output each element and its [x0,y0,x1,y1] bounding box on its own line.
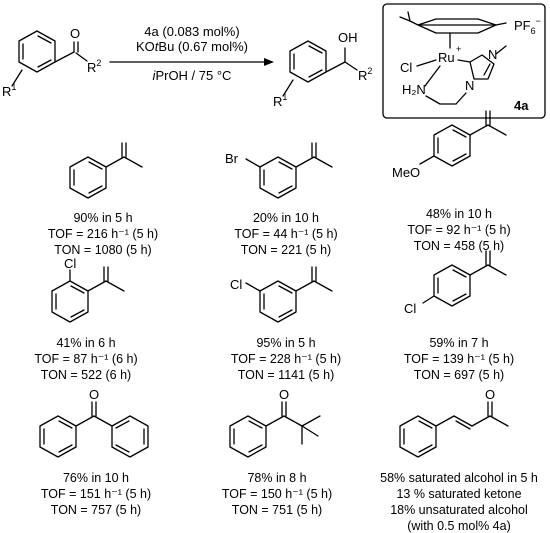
structure-4-methoxyacetophenone: MeO [392,110,507,180]
result-3-chloroacetophenone: 95% in 5 h TOF = 228 h⁻¹ (5 h) TON = 114… [231,336,341,382]
result-line: TON = 697 (5 h) [414,368,504,382]
result-line: 18% unsaturated alcohol [390,503,528,517]
result-4-methoxyacetophenone: 48% in 10 h TOF = 92 h⁻¹ (5 h) TON = 458… [407,207,510,253]
result-3-bromoacetophenone: 20% in 10 h TOF = 44 h⁻¹ (5 h) TON = 221… [234,211,337,257]
result-line: TOF = 44 h⁻¹ (5 h) [234,227,337,241]
methoxy-label: MeO [392,165,420,180]
result-line: TON = 751 (5 h) [232,503,322,517]
result-line: TON = 1080 (5 h) [54,243,151,257]
result-line: 90% in 5 h [73,211,132,225]
structure-benzylideneacetone: O [399,387,509,458]
result-line: 41% in 6 h [56,336,115,350]
result-line: 78% in 8 h [247,471,306,485]
benzophenone-oxygen: O [89,387,99,402]
structure-benzophenone: O [39,387,149,458]
chloro-label-para: Cl [404,301,416,316]
structure-4-chloroacetophenone: Cl [404,250,507,316]
structure-3-bromoacetophenone: Br [225,142,333,199]
result-line: 20% in 10 h [253,211,319,225]
result-line: TON = 1141 (5 h) [238,368,334,382]
result-line: TOF = 216 h⁻¹ (5 h) [48,227,158,241]
result-line: 48% in 10 h [426,207,492,221]
bromo-label: Br [225,151,239,166]
structure-pivalophenone: O [229,387,321,458]
catalyst-counterion: PF6− [514,16,541,36]
substrate-r2-label: R2 [87,58,101,75]
result-2-chloroacetophenone: 41% in 6 h TOF = 87 h⁻¹ (6 h) TON = 522 … [34,336,137,382]
catalyst-label: 4a [514,98,529,113]
condition-catalyst-loading: 4a (0.083 mol%) [144,24,239,39]
catalyst-metal: Ru [438,50,455,65]
result-line: TOF = 151 h⁻¹ (5 h) [41,487,151,501]
result-benzylideneacetone: 58% saturated alcohol in 5 h 13 % satura… [380,471,538,533]
chloro-label-ortho: Cl [64,256,76,271]
substrate-r1-label: R1 [2,82,16,99]
result-line: (with 0.5 mol% 4a) [407,519,511,533]
condition-solvent-temperature: iPrOH / 75 °C [153,68,232,83]
product-r1-label: R1 [273,92,287,109]
result-line: TOF = 228 h⁻¹ (5 h) [231,352,341,366]
result-line: TOF = 150 h⁻¹ (5 h) [222,487,332,501]
result-line: 13 % saturated ketone [396,487,521,501]
chloro-label-meta: Cl [230,277,242,292]
result-line: TON = 221 (5 h) [241,243,331,257]
structure-2-chloroacetophenone: Cl [51,256,125,323]
result-line: TON = 757 (5 h) [51,503,141,517]
reaction-arrow [109,58,274,66]
catalyst-chloride: Cl [400,60,412,75]
product-r2-label: R2 [358,66,372,83]
result-line: TON = 522 (6 h) [41,368,131,382]
pivalophenone-oxygen: O [279,387,289,402]
result-benzophenone: 76% in 10 h TOF = 151 h⁻¹ (5 h) TON = 75… [41,471,151,517]
result-line: TON = 458 (5 h) [414,239,504,253]
result-line: 76% in 10 h [63,471,129,485]
catalyst-box: PF6− Ru + Cl H₂N N N 4a [382,3,546,119]
result-line: TOF = 87 h⁻¹ (6 h) [34,352,137,366]
result-acetophenone: 90% in 5 h TOF = 216 h⁻¹ (5 h) TON = 108… [48,211,158,257]
product-hydroxyl-label: OH [338,30,358,45]
catalyst-nitrogen-top: N [488,47,497,62]
result-pivalophenone: 78% in 8 h TOF = 150 h⁻¹ (5 h) TON = 751… [222,471,332,517]
result-line: 95% in 5 h [256,336,315,350]
result-line: TOF = 92 h⁻¹ (5 h) [407,223,510,237]
result-line: 58% saturated alcohol in 5 h [380,471,538,485]
substrate-structure: O R2 R1 [2,26,101,99]
structure-3-chloroacetophenone: Cl [230,266,333,323]
condition-base-loading: KOtBu (0.67 mol%) [136,39,248,54]
product-structure: OH R2 R1 [273,30,372,109]
result-line: TOF = 139 h⁻¹ (5 h) [404,352,514,366]
substrate-oxygen-label: O [70,26,80,41]
structure-acetophenone [69,142,143,199]
catalyst-amine: H₂N [402,82,426,97]
catalyst-nitrogen-bottom: N [465,78,474,93]
catalyst-metal-charge: + [456,44,461,54]
benzylideneacetone-oxygen: O [485,387,495,402]
result-4-chloroacetophenone: 59% in 7 h TOF = 139 h⁻¹ (5 h) TON = 697… [404,336,514,382]
result-line: 59% in 7 h [429,336,488,350]
